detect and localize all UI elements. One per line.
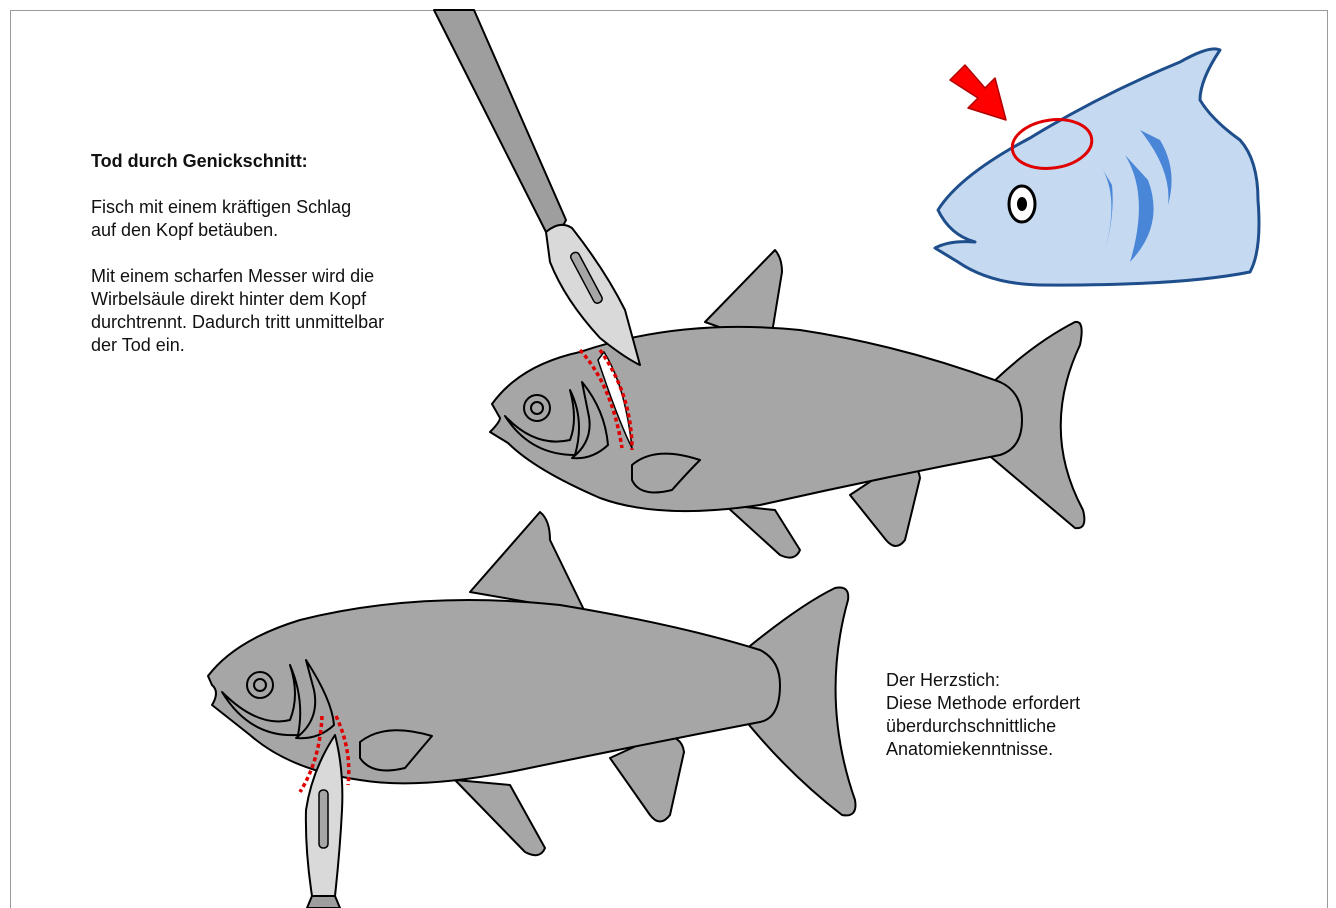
upper-fish-pelvic-fin <box>725 505 800 558</box>
lower-fish-dorsal-fin <box>470 512 585 612</box>
red-arrow-icon <box>950 65 1006 120</box>
lower-fish-body <box>208 600 780 783</box>
genickschnitt-title: Tod durch Genickschnitt: <box>91 150 491 173</box>
upper-fish-body <box>490 327 1022 511</box>
blue-head-shape <box>935 49 1259 285</box>
blue-fish-head <box>935 49 1259 285</box>
lower-fish-pelvic-fin <box>455 780 545 855</box>
herzstich-description: Diese Methode erfordert überdurchschnitt… <box>886 692 1216 761</box>
lower-fish <box>208 512 855 855</box>
lower-knife-handle <box>307 896 340 908</box>
herzstich-text: Der Herzstich: Diese Methode erfordert ü… <box>886 669 1216 761</box>
genickschnitt-text: Tod durch Genickschnitt: Fisch mit einem… <box>91 150 491 380</box>
genickschnitt-paragraph-1: Fisch mit einem kräftigen Schlag auf den… <box>91 196 491 242</box>
genickschnitt-paragraph-2: Mit einem scharfen Messer wird die Wirbe… <box>91 265 491 357</box>
lower-knife-blade-slot <box>319 790 328 848</box>
blue-head-eye-pupil <box>1017 197 1027 211</box>
herzstich-title: Der Herzstich: <box>886 669 1216 692</box>
